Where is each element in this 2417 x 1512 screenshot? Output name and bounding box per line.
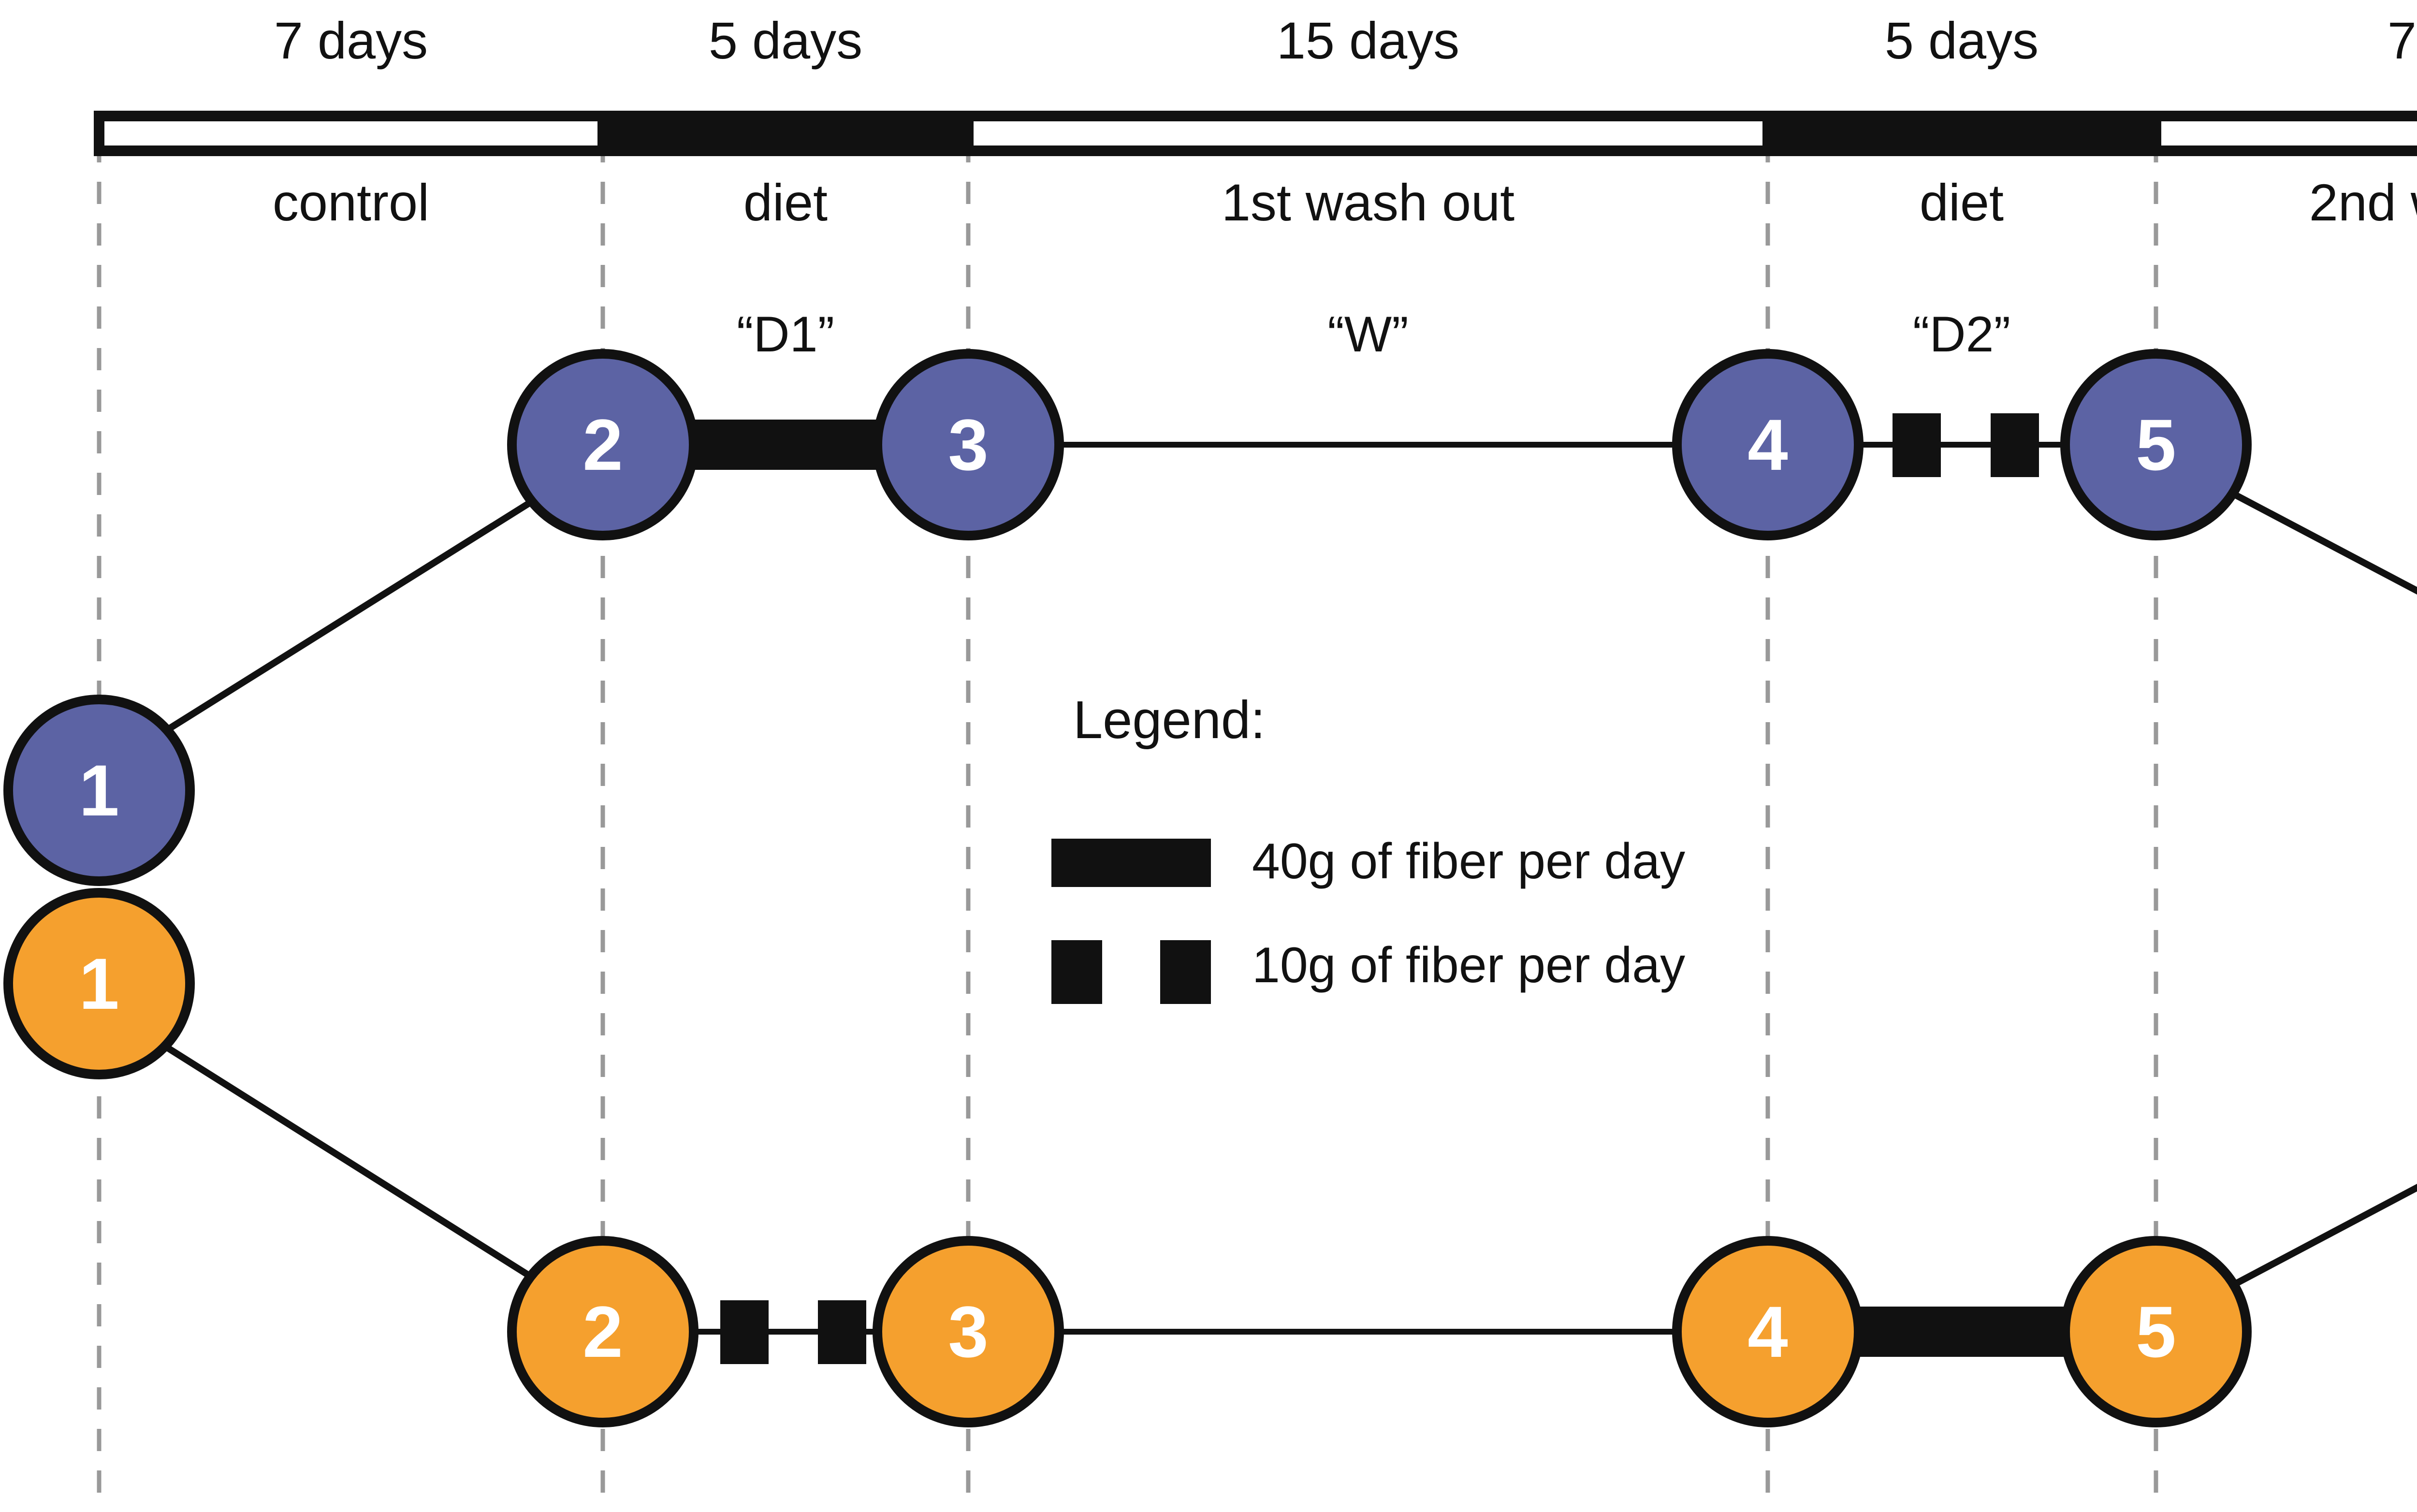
link-a-4-5-dash-2 (1991, 413, 2039, 477)
node-b-4 (1672, 1236, 1864, 1427)
duration-label-diet-1: 5 days (708, 11, 863, 70)
link-b-2-3-dash-2 (818, 1300, 866, 1364)
phase-label-wash-out-2: 2nd wash out (2309, 173, 2417, 232)
link-b-5-6 (2202, 1184, 2417, 1304)
legend-item-10g-label: 10g of fiber per day (1252, 937, 1686, 993)
legend-dashed-bar-icon-part-2 (1160, 940, 1211, 1004)
timeline-segment-diet-2 (1762, 111, 2161, 156)
node-b-3 (873, 1236, 1064, 1427)
code-label-w: “W” (1327, 306, 1409, 363)
arm-b-nodes[interactable] (3, 888, 2417, 1427)
timeline-segment-control (94, 111, 608, 156)
link-b-1-2 (121, 1017, 563, 1298)
duration-label-wash-out-2: 7 days (2387, 11, 2417, 70)
node-a-3 (873, 349, 1064, 540)
code-label-d1: “D1” (736, 306, 835, 363)
node-a-2 (507, 349, 699, 540)
phase-label-diet-1: diet (743, 173, 828, 232)
node-a-5 (2060, 349, 2252, 540)
duration-label-diet-2: 5 days (1884, 11, 2039, 70)
link-a-5-6 (2202, 475, 2417, 595)
legend-dashed-bar-icon-part-1 (1051, 940, 1102, 1004)
timeline-segment-diet-1 (597, 111, 974, 156)
phase-label-control: control (272, 173, 430, 232)
node-b-1 (3, 888, 195, 1079)
phase-label-diet-2: diet (1919, 173, 2004, 232)
link-b-2-3-dash-1 (720, 1300, 769, 1364)
legend-swatches (1051, 839, 1211, 1004)
arm-a-nodes[interactable] (3, 349, 2417, 886)
legend-solid-bar-icon (1051, 839, 1211, 887)
node-b-2 (507, 1236, 699, 1427)
node-a-1 (3, 695, 195, 886)
link-a-4-5-dash-1 (1893, 413, 1941, 477)
legend-title: Legend: (1073, 690, 1266, 750)
duration-label-control: 7 days (274, 11, 428, 70)
timeline-segment-wash-out-1 (963, 111, 1773, 156)
node-b-5 (2060, 1236, 2252, 1427)
node-a-4 (1672, 349, 1864, 540)
legend-item-40g-label: 40g of fiber per day (1252, 833, 1686, 889)
timeline-bar (94, 111, 2417, 156)
code-label-d2: “D2” (1912, 306, 2011, 363)
phase-label-wash-out-1: 1st wash out (1221, 173, 1515, 232)
duration-label-wash-out-1: 15 days (1276, 11, 1460, 70)
link-a-1-2 (119, 480, 563, 762)
timeline-segment-wash-out-2 (2151, 111, 2417, 156)
